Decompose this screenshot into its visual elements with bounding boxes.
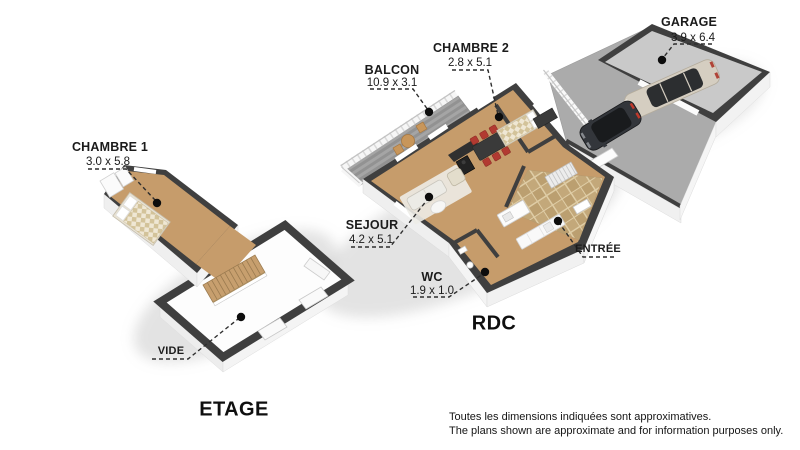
level-title-rdc: RDC bbox=[471, 312, 517, 335]
entry-door bbox=[572, 198, 592, 215]
chambre1-wardrobe bbox=[99, 166, 135, 198]
label-chambre2-dims: 2.8 x 5.1 bbox=[447, 57, 493, 69]
house-wood-floor bbox=[371, 90, 605, 285]
wc-sink bbox=[457, 245, 468, 255]
disclaimer-line-en: The plans shown are approximate and for … bbox=[449, 424, 784, 437]
chambre1-floor bbox=[110, 171, 230, 264]
chambre2-wardrobe bbox=[532, 107, 558, 129]
level-title-etage: ETAGE bbox=[199, 398, 269, 421]
label-garage-dims: 3.9 x 6.4 bbox=[670, 32, 716, 44]
rdc-structure bbox=[340, 24, 771, 308]
disclaimer-line-fr: Toutes les dimensions indiquées sont app… bbox=[449, 411, 712, 423]
balcony-railing bbox=[340, 89, 458, 188]
entree-tile-floor bbox=[506, 169, 604, 241]
label-wc-dims: 1.9 x 1.0 bbox=[409, 285, 455, 297]
void-window-sill bbox=[298, 286, 329, 310]
annotation-dots bbox=[152, 55, 667, 322]
staircase-etage bbox=[202, 254, 268, 307]
annotation-leaders bbox=[88, 43, 712, 360]
label-chambre2-name: CHAMBRE 2 bbox=[432, 41, 510, 55]
chambre1-window bbox=[133, 167, 157, 174]
label-entree: ENTRÉE bbox=[575, 243, 621, 255]
chambre1-bed bbox=[112, 192, 171, 247]
staircase-rdc bbox=[544, 161, 578, 189]
kitchen-dark-wall bbox=[448, 139, 480, 162]
kitchen-counter bbox=[515, 213, 566, 250]
balcony-furniture bbox=[392, 121, 428, 156]
driveway-south-wall bbox=[564, 138, 683, 210]
label-sejour-dims: 4.2 x 5.1 bbox=[348, 234, 394, 246]
void-window-sill bbox=[303, 257, 331, 281]
garage-wall-face-se bbox=[715, 71, 771, 138]
label-sejour-name: SEJOUR bbox=[345, 218, 399, 232]
void-window-sill bbox=[257, 317, 288, 341]
wc-toilet bbox=[466, 261, 474, 269]
garage-structure bbox=[598, 24, 771, 138]
kitchen-island bbox=[496, 199, 531, 228]
label-chambre1-name: CHAMBRE 1 bbox=[71, 140, 149, 154]
label-garage-name: GARAGE bbox=[660, 15, 718, 29]
stair-landing bbox=[196, 226, 256, 283]
car-dark bbox=[579, 100, 642, 151]
label-balcon-dims: 10.9 x 3.1 bbox=[366, 77, 418, 89]
label-wc-name: WC bbox=[421, 270, 443, 284]
disclaimer: Toutes les dimensions indiquées sont app… bbox=[449, 411, 783, 438]
label-chambre1-dims: 3.0 x 5.8 bbox=[85, 156, 131, 168]
etage-structure bbox=[99, 165, 355, 373]
label-vide: VIDE bbox=[157, 345, 185, 357]
label-balcon-name: BALCON bbox=[364, 63, 420, 77]
